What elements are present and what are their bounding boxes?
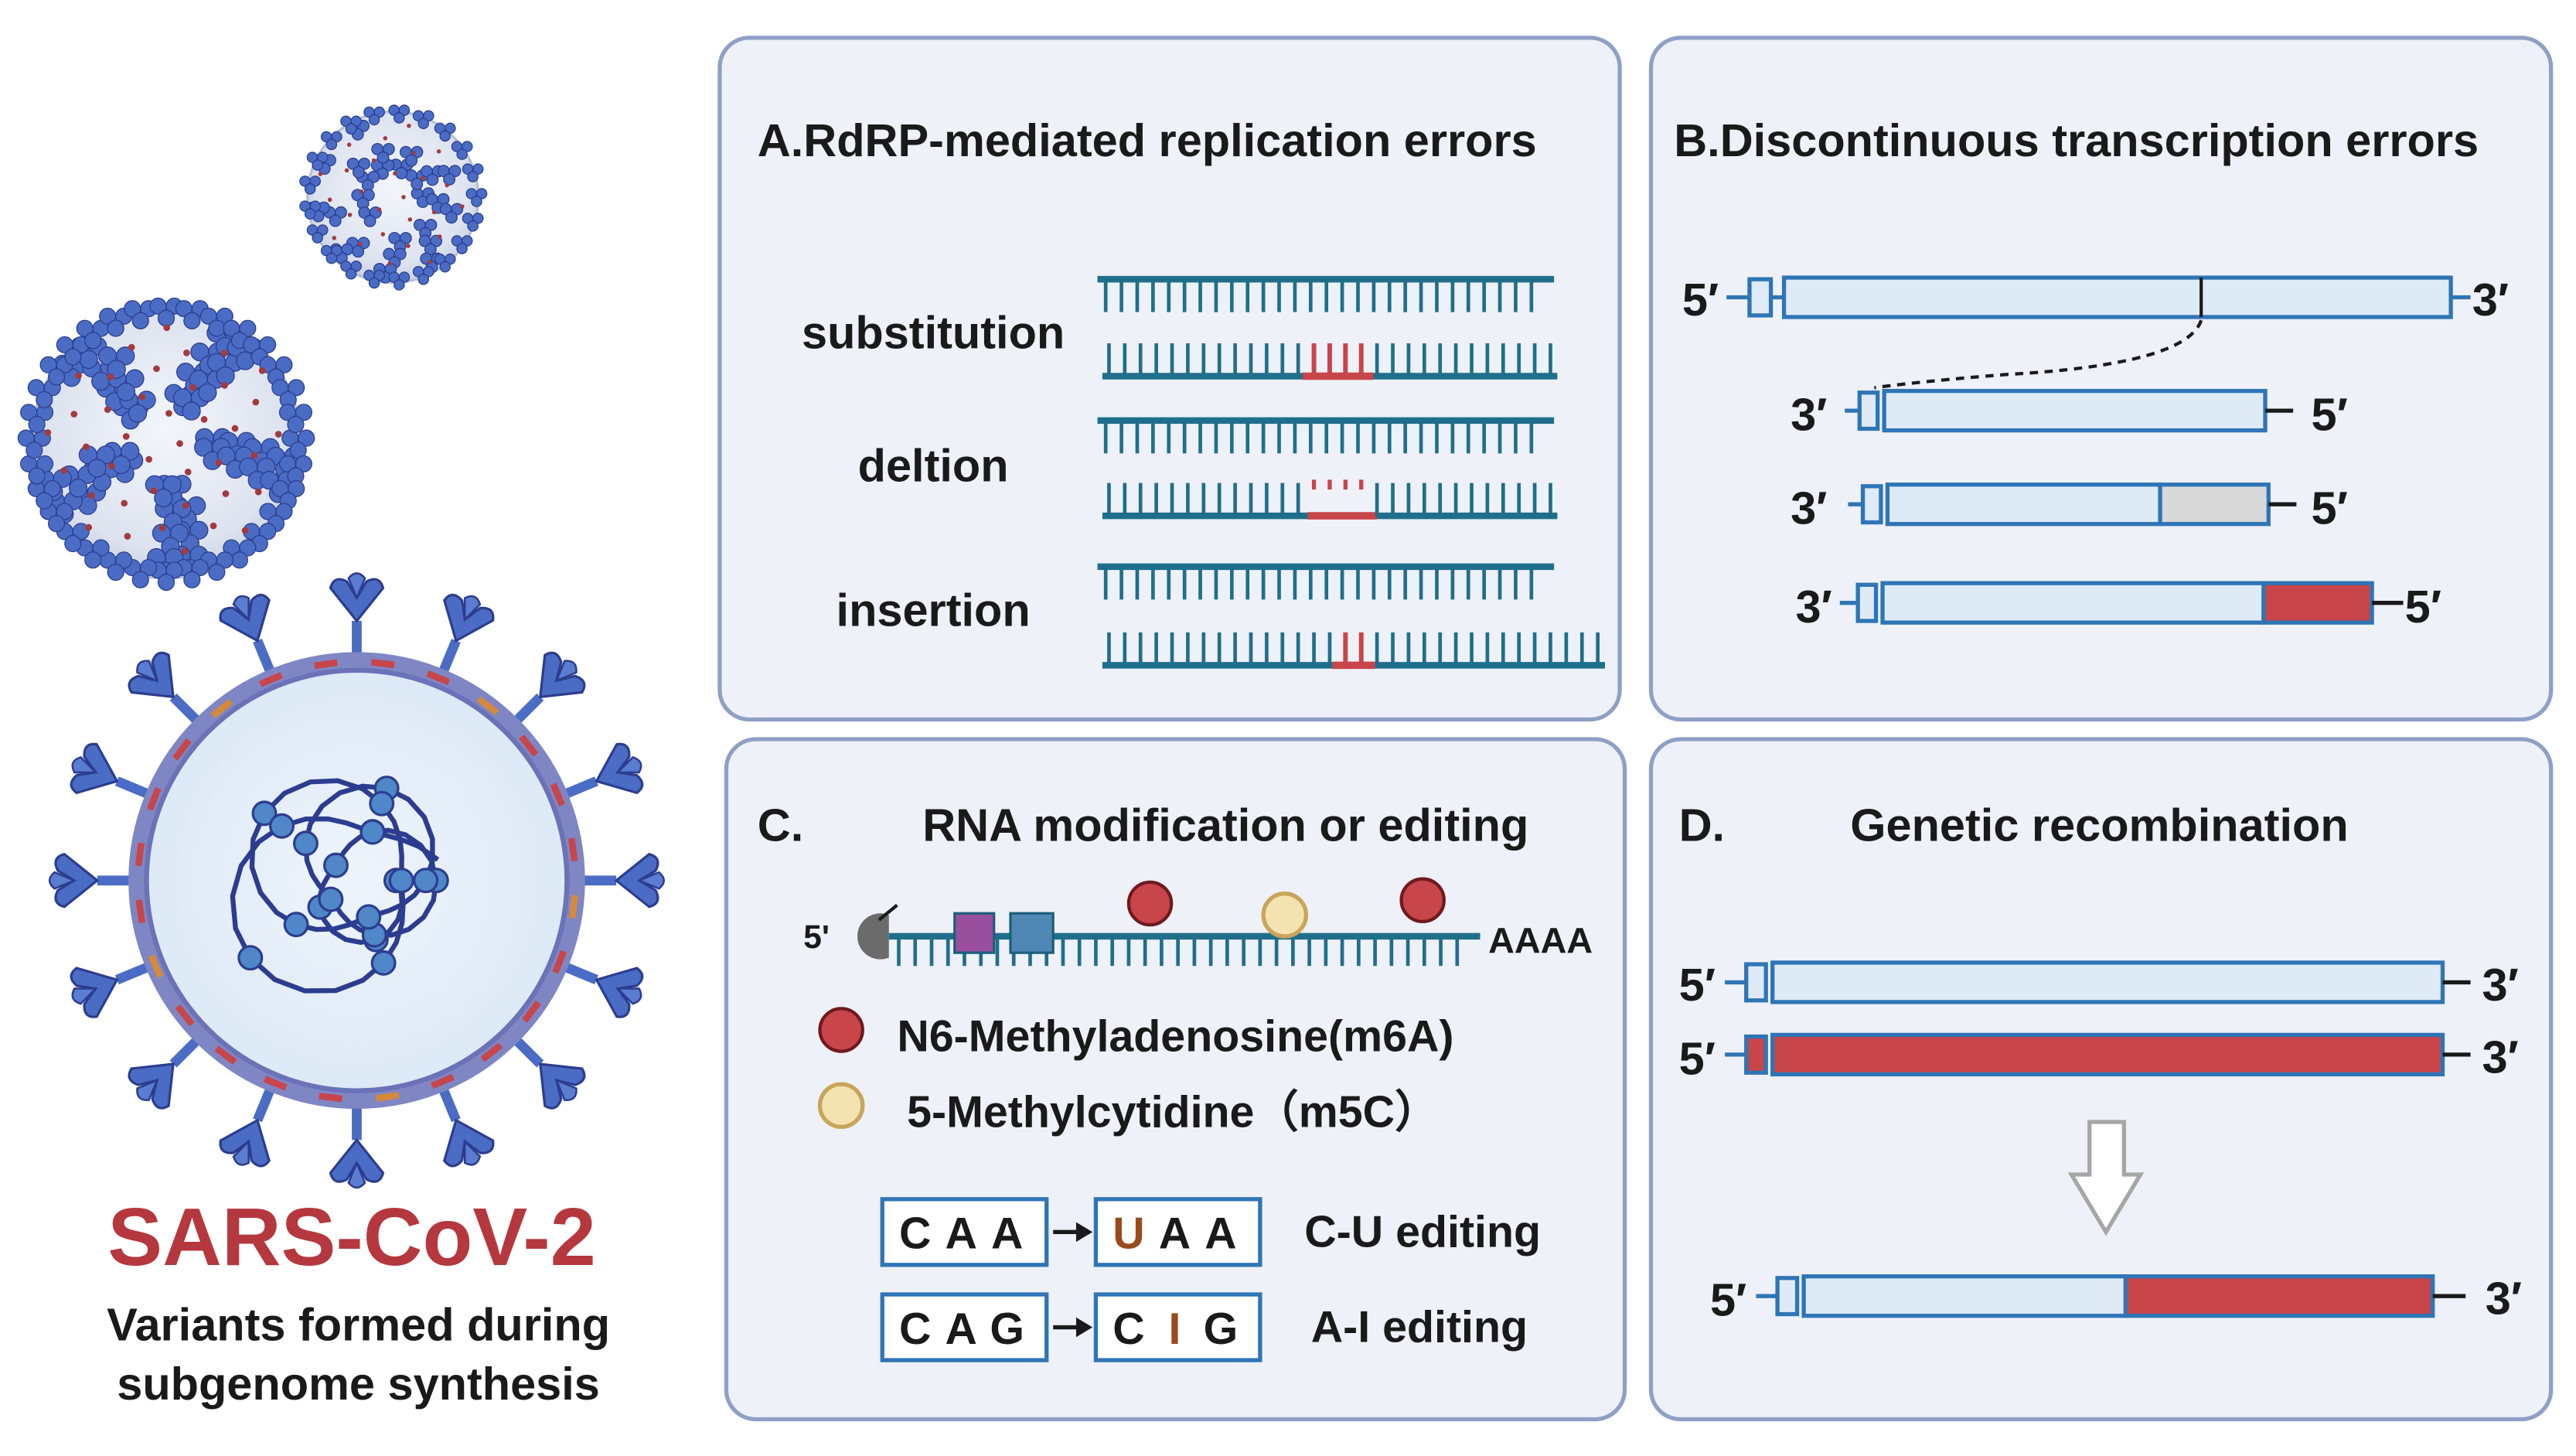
- medium-virus-icon: [17, 297, 315, 592]
- source-base: A: [946, 1209, 977, 1259]
- m5c-dot-1: [1261, 892, 1309, 939]
- panel-c-letter: C.: [758, 800, 803, 851]
- panel-b: B.Discontinuous transcription errors 5′ …: [1648, 36, 2554, 722]
- parent2-body: [1770, 1032, 2445, 1077]
- sgrna2-3prime-label: 3′: [1791, 482, 1827, 534]
- edit-result-box: [1093, 1292, 1262, 1362]
- sgrna2-leader: [1860, 484, 1883, 525]
- panel-c: C. RNA modification or editing 5' AAAA N…: [724, 737, 1627, 1422]
- panel-a-title: A.RdRP-mediated replication errors: [758, 114, 1537, 166]
- sgrna1-body: [1882, 388, 2268, 433]
- virus-illustrations: [17, 104, 665, 1189]
- panel-d: D. Genetic recombination 5′ 3′ 5′ 3′ 5′ …: [1648, 737, 2554, 1422]
- recombinant-red-part: [2123, 1274, 2435, 1318]
- sgrna1-3prime-label: 3′: [1791, 389, 1827, 441]
- m6a-legend-label: N6-Methyladenosine(m6A): [897, 1012, 1453, 1062]
- result-base: I: [1168, 1304, 1181, 1354]
- m6a-dot-2: [1399, 877, 1446, 923]
- panel-d-frame: [1648, 737, 2554, 1422]
- source-base: C: [899, 1209, 931, 1259]
- rna-duplex-strands: [1097, 275, 1606, 670]
- result-base: U: [1113, 1209, 1144, 1259]
- sgrna3-leader: [1855, 582, 1879, 623]
- source-base: A: [946, 1304, 977, 1354]
- source-base: C: [899, 1304, 931, 1354]
- sgrna2-5prime-label: 5′: [2312, 482, 2348, 534]
- panel-d-letter: D.: [1679, 800, 1725, 851]
- parent1-leader: [1744, 962, 1768, 1003]
- mrna-5prime-label: 5': [803, 919, 830, 956]
- parent2-leader: [1744, 1034, 1768, 1075]
- m5c-legend-icon: [817, 1082, 865, 1130]
- parent2-5prime-label: 5′: [1679, 1032, 1716, 1084]
- template-switch-dashed-line: [1874, 319, 2203, 390]
- deletion-label: deltion: [858, 439, 1009, 491]
- result-base: G: [1204, 1304, 1239, 1354]
- small-virus-icon: [299, 104, 488, 291]
- panel-a: A.RdRP-mediated replication errors subst…: [717, 36, 1622, 722]
- substitution-label: substitution: [802, 306, 1065, 358]
- source-base: G: [990, 1304, 1024, 1354]
- panel-b-frame: [1648, 36, 2554, 722]
- edit-result-box: [1093, 1197, 1262, 1267]
- genome-leader: [1747, 277, 1774, 318]
- panel-b-title: B.Discontinuous transcription errors: [1674, 114, 2479, 166]
- parent1-3prime-label: 3′: [2482, 959, 2518, 1011]
- parent2-3prime-label: 3′: [2482, 1031, 2518, 1083]
- sgrna3-red-segment: [2261, 581, 2374, 625]
- panel-d-title: Genetic recombination: [1850, 800, 2348, 851]
- parent1-5prime-label: 5′: [1679, 959, 1716, 1011]
- sgrna3-5prime-label: 5′: [2405, 581, 2441, 633]
- recombinant-5prime-label: 5′: [1710, 1274, 1746, 1326]
- genome-5prime-label: 5′: [1682, 274, 1719, 326]
- m6a-dot-1: [1126, 880, 1174, 927]
- recombinant-blue-part: [1801, 1274, 2128, 1318]
- sgrna3-body: [1880, 581, 2266, 625]
- genome-3prime-label: 3′: [2472, 274, 2509, 326]
- editing-label: A-I editing: [1311, 1303, 1528, 1352]
- recombinant-3prime-label: 3′: [2486, 1273, 2522, 1325]
- result-base: C: [1113, 1304, 1144, 1354]
- panel-c-title: RNA modification or editing: [922, 800, 1528, 851]
- modification-square-purple: [953, 912, 996, 954]
- sgrna1-leader: [1857, 390, 1880, 431]
- m5c-legend-label: 5-Methylcytidine（m5C）: [907, 1087, 1439, 1137]
- recombinant-leader: [1775, 1276, 1800, 1317]
- editing-label: C-U editing: [1304, 1207, 1541, 1257]
- virus-title: SARS-CoV-2: [107, 1191, 596, 1283]
- result-base: A: [1159, 1209, 1191, 1259]
- modification-square-blue: [1009, 912, 1055, 954]
- mrna-strand: [888, 933, 1481, 967]
- sgrna1-5prime-label: 5′: [2312, 389, 2348, 441]
- sgrna2-grey-segment: [2158, 482, 2271, 527]
- down-arrow-icon: [2067, 1120, 2145, 1236]
- insertion-label: insertion: [837, 584, 1031, 636]
- parent1-body: [1770, 960, 2445, 1004]
- virus-subtitle-line1: Variants formed during: [107, 1299, 610, 1351]
- large-virus-icon: [48, 572, 665, 1189]
- sgrna3-3prime-label: 3′: [1795, 581, 1831, 633]
- source-base: A: [991, 1209, 1023, 1259]
- sgrna2-body: [1885, 482, 2162, 527]
- genome-body: [1781, 275, 2453, 319]
- virus-subtitle-line2: subgenome synthesis: [117, 1358, 600, 1410]
- edit-source-box: [880, 1292, 1049, 1362]
- polya-tail-label: AAAA: [1488, 920, 1593, 960]
- result-base: A: [1205, 1209, 1236, 1259]
- m6a-legend-icon: [818, 1007, 864, 1053]
- edit-source-box: [880, 1197, 1049, 1267]
- mrna-cap-icon: [857, 913, 889, 960]
